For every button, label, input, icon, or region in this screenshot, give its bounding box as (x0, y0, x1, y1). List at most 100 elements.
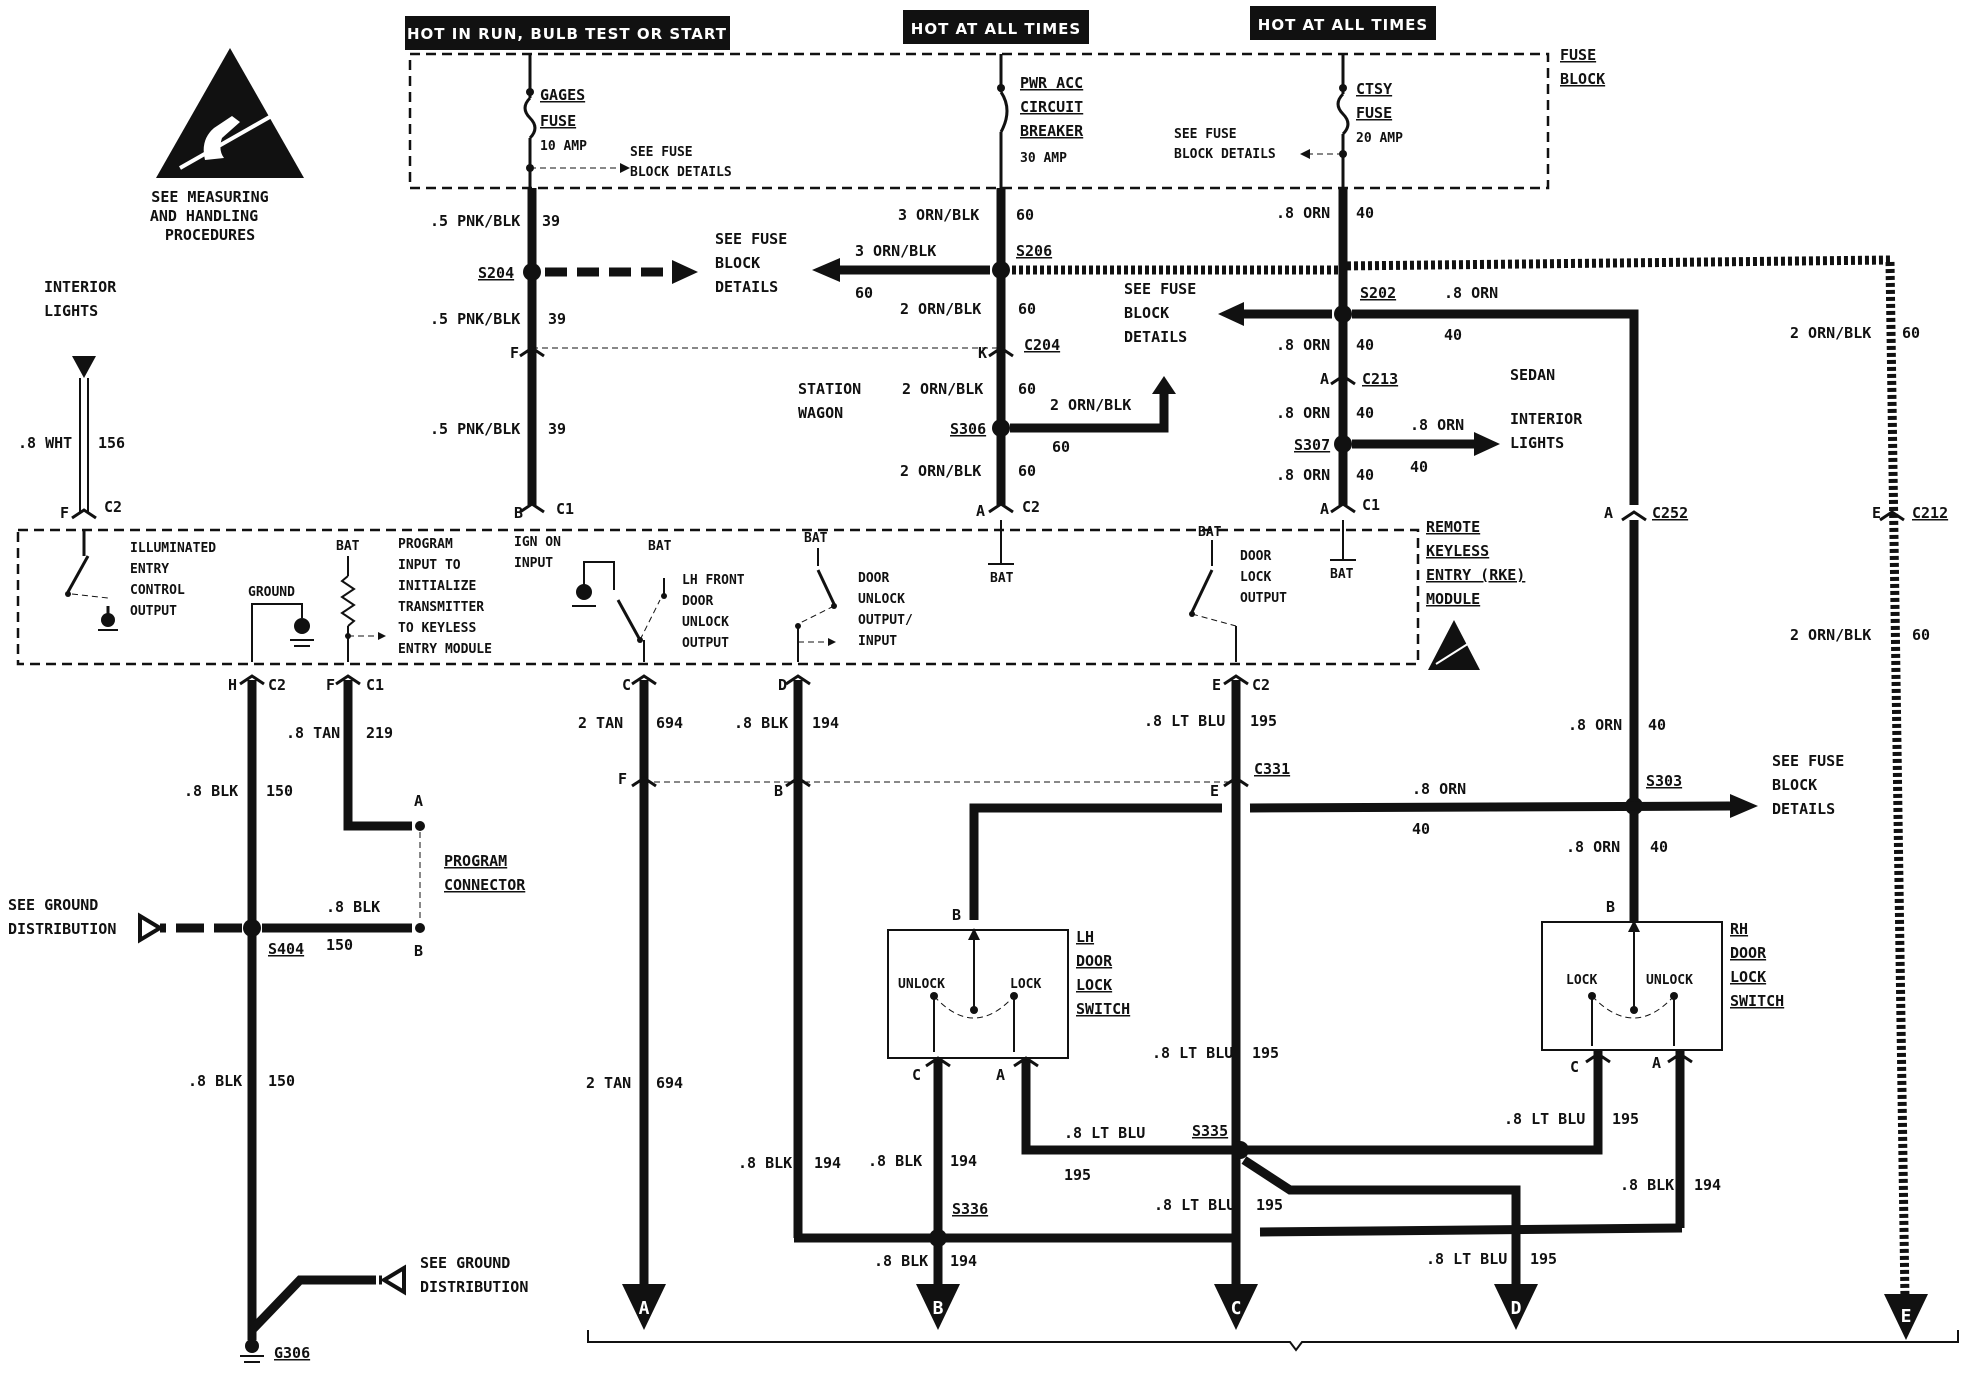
interior-lights-right-1: INTERIOR (1510, 410, 1583, 428)
pin-b-program: B (414, 942, 423, 960)
doorlock-label-2: LOCK (1240, 570, 1271, 585)
doorunlock-label-1: DOOR (858, 571, 889, 586)
gages-see-fuse-2: BLOCK DETAILS (630, 165, 732, 180)
wire-num-194-3: 194 (950, 1152, 977, 1170)
wire-blk-194 (793, 680, 1685, 1330)
conn-c204: C204 (1024, 336, 1060, 354)
wire-label-ltblu-6: .8 LT BLU (1426, 1250, 1507, 1268)
lh-door-lock-switch-box (887, 929, 1069, 1059)
splice-s306: S306 (950, 420, 986, 438)
wire-label-blk-8: .8 BLK (1620, 1176, 1674, 1194)
ground-dist-2-b: DISTRIBUTION (420, 1278, 528, 1296)
wire-label-orn8-2: .8 ORN (1444, 284, 1498, 302)
header-hot-in-run: HOT IN RUN, BULB TEST OR START (405, 16, 730, 50)
illum-label-3: CONTROL (130, 583, 185, 598)
ctsy-see-fuse-1: SEE FUSE (1174, 127, 1237, 142)
wire-tan-694 (622, 680, 666, 1330)
program-input-resistor-icon (340, 556, 386, 662)
wire-num-39-2: 39 (548, 310, 566, 328)
wire-orn-40 (1218, 188, 1639, 505)
header-hot-at-all-times-1: HOT AT ALL TIMES (903, 10, 1089, 44)
pin-f-c1-bottom: F (326, 676, 335, 694)
esd-text-1: SEE MEASURING (151, 188, 268, 206)
doorunlock-label-3: OUTPUT/ (858, 613, 913, 628)
program-connector-1: PROGRAM (444, 852, 507, 870)
wire-label-wht: .8 WHT (18, 434, 72, 452)
program-label-2: INPUT TO (398, 558, 461, 573)
wire-label-pnk-1: .5 PNK/BLK (430, 212, 520, 230)
wire-num-39-3: 39 (548, 420, 566, 438)
splice-s204: S204 (478, 264, 514, 282)
wire-pnk-blk-39 (523, 188, 698, 505)
ign-label-2: INPUT (514, 556, 553, 571)
gages-fuse-icon (523, 54, 630, 188)
connector-chevrons (71, 346, 1905, 1068)
s204-see-fuse-2: BLOCK (715, 254, 760, 272)
s204-see-fuse-1: SEE FUSE (715, 230, 787, 248)
pwr-acc-label-2: CIRCUIT (1020, 98, 1083, 116)
wire-label-tan2-2: 2 TAN (586, 1074, 631, 1092)
wire-num-195-4: 195 (1256, 1196, 1283, 1214)
pin-h-c2: H (228, 676, 237, 694)
lhfront-label-3: UNLOCK (682, 615, 729, 630)
conn-c252: C252 (1652, 504, 1688, 522)
ctsy-label-1: CTSY (1356, 80, 1392, 98)
door-lock-switch-icon (1189, 540, 1237, 662)
lh-switch-lock: LOCK (1010, 977, 1041, 992)
illum-entry-switch-icon (65, 530, 118, 631)
wire-label-orn2-right-1: 2 ORN/BLK (1790, 324, 1871, 342)
wire-label-orn8-6: .8 ORN (1276, 466, 1330, 484)
splice-s335: S335 (1192, 1122, 1228, 1140)
splice-s336: S336 (952, 1200, 988, 1218)
interior-lights-left-1: INTERIOR (44, 278, 117, 296)
pin-a-c213: A (1320, 370, 1329, 388)
doorunlock-label-4: INPUT (858, 634, 897, 649)
conn-c2-left: C2 (104, 498, 122, 516)
esd-text-3: PROCEDURES (165, 226, 255, 244)
program-connector-2: CONNECTOR (444, 876, 526, 894)
door-unlock-switch-icon (795, 548, 837, 662)
rh-switch-lock: LOCK (1566, 973, 1597, 988)
fuse-block-outline (408, 52, 1550, 190)
s204-see-fuse-3: DETAILS (715, 278, 778, 296)
lh-switch-internals (930, 928, 1031, 1068)
wire-num-194-4: 194 (950, 1252, 977, 1270)
lhfront-label-2: DOOR (682, 594, 713, 609)
doorlock-label-3: OUTPUT (1240, 591, 1287, 606)
bat-label-3: BAT (804, 531, 828, 546)
pwr-acc-label-3: BREAKER (1020, 122, 1084, 140)
s303-see-fuse-2: BLOCK (1772, 776, 1817, 794)
wire-label-orn8-4: .8 ORN (1276, 404, 1330, 422)
lh-switch-label-1: LH (1076, 928, 1094, 946)
wire-label-orn3-2: 3 ORN/BLK (855, 242, 936, 260)
gages-fuse-label-1: GAGES (540, 86, 585, 104)
wire-num-40-6: 40 (1356, 466, 1374, 484)
wire-label-orn8-8: .8 ORN (1412, 780, 1466, 798)
wire-num-40-5: 40 (1410, 458, 1428, 476)
wire-num-60-1: 60 (1016, 206, 1034, 224)
wire-num-150-3: 150 (268, 1072, 295, 1090)
wire-label-blk-1: .8 BLK (184, 782, 238, 800)
pin-a-c2-mid: A (976, 502, 985, 520)
pin-c-lh: C (912, 1066, 921, 1084)
wire-label-blk-4: .8 BLK (734, 714, 788, 732)
sedan-label: SEDAN (1510, 366, 1555, 384)
lh-switch-label-2: DOOR (1076, 952, 1113, 970)
wire-label-blk-6: .8 BLK (868, 1152, 922, 1170)
wire-num-40-4: 40 (1356, 404, 1374, 422)
illum-label-2: ENTRY (130, 562, 169, 577)
program-label-6: ENTRY MODULE (398, 642, 492, 657)
pin-b-c1: B (514, 504, 523, 522)
interior-lights-right-2: LIGHTS (1510, 434, 1564, 452)
fuse-block-label-2: BLOCK (1560, 70, 1605, 88)
pin-b-lh: B (952, 906, 961, 924)
header-hot-in-run-text: HOT IN RUN, BULB TEST OR START (407, 25, 727, 43)
pwr-acc-breaker-icon (997, 54, 1009, 188)
rh-switch-label-2: DOOR (1730, 944, 1767, 962)
ground-dist-1-b: DISTRIBUTION (8, 920, 116, 938)
wire-label-orn8-1: .8 ORN (1276, 204, 1330, 222)
ctsy-amp: 20 AMP (1356, 131, 1403, 146)
wire-num-60-2: 60 (855, 284, 873, 302)
ground-label: GROUND (248, 585, 295, 600)
s303-see-fuse-3: DETAILS (1772, 800, 1835, 818)
